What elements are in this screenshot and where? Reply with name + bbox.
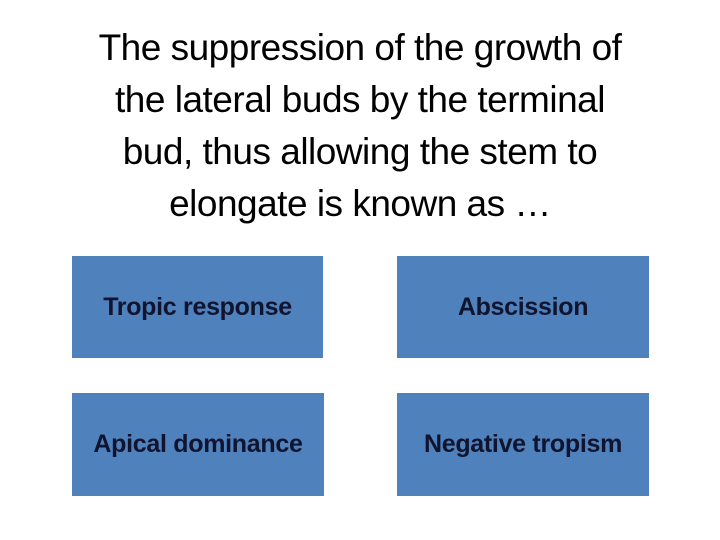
answer-option-label: Tropic response xyxy=(103,292,292,321)
question-line-3: bud, thus allowing the stem to xyxy=(122,131,598,172)
question-line-2: the lateral buds by the terminal xyxy=(115,79,605,120)
question-line-4: elongate is known as … xyxy=(169,183,551,224)
answer-option-label: Negative tropism xyxy=(423,430,623,458)
answer-option-abscission[interactable]: Abscission xyxy=(397,256,649,358)
answer-option-tropic-response[interactable]: Tropic response xyxy=(72,256,323,358)
answer-option-negative-tropism[interactable]: Negative tropism xyxy=(397,393,649,496)
question-text: The suppression of the growth of the lat… xyxy=(0,22,720,230)
answer-option-apical-dominance[interactable]: Apical dominance xyxy=(72,393,324,496)
answer-option-label: Apical dominance xyxy=(93,430,303,458)
question-line-1: The suppression of the growth of xyxy=(98,27,622,68)
answer-option-label: Abscission xyxy=(457,292,589,321)
